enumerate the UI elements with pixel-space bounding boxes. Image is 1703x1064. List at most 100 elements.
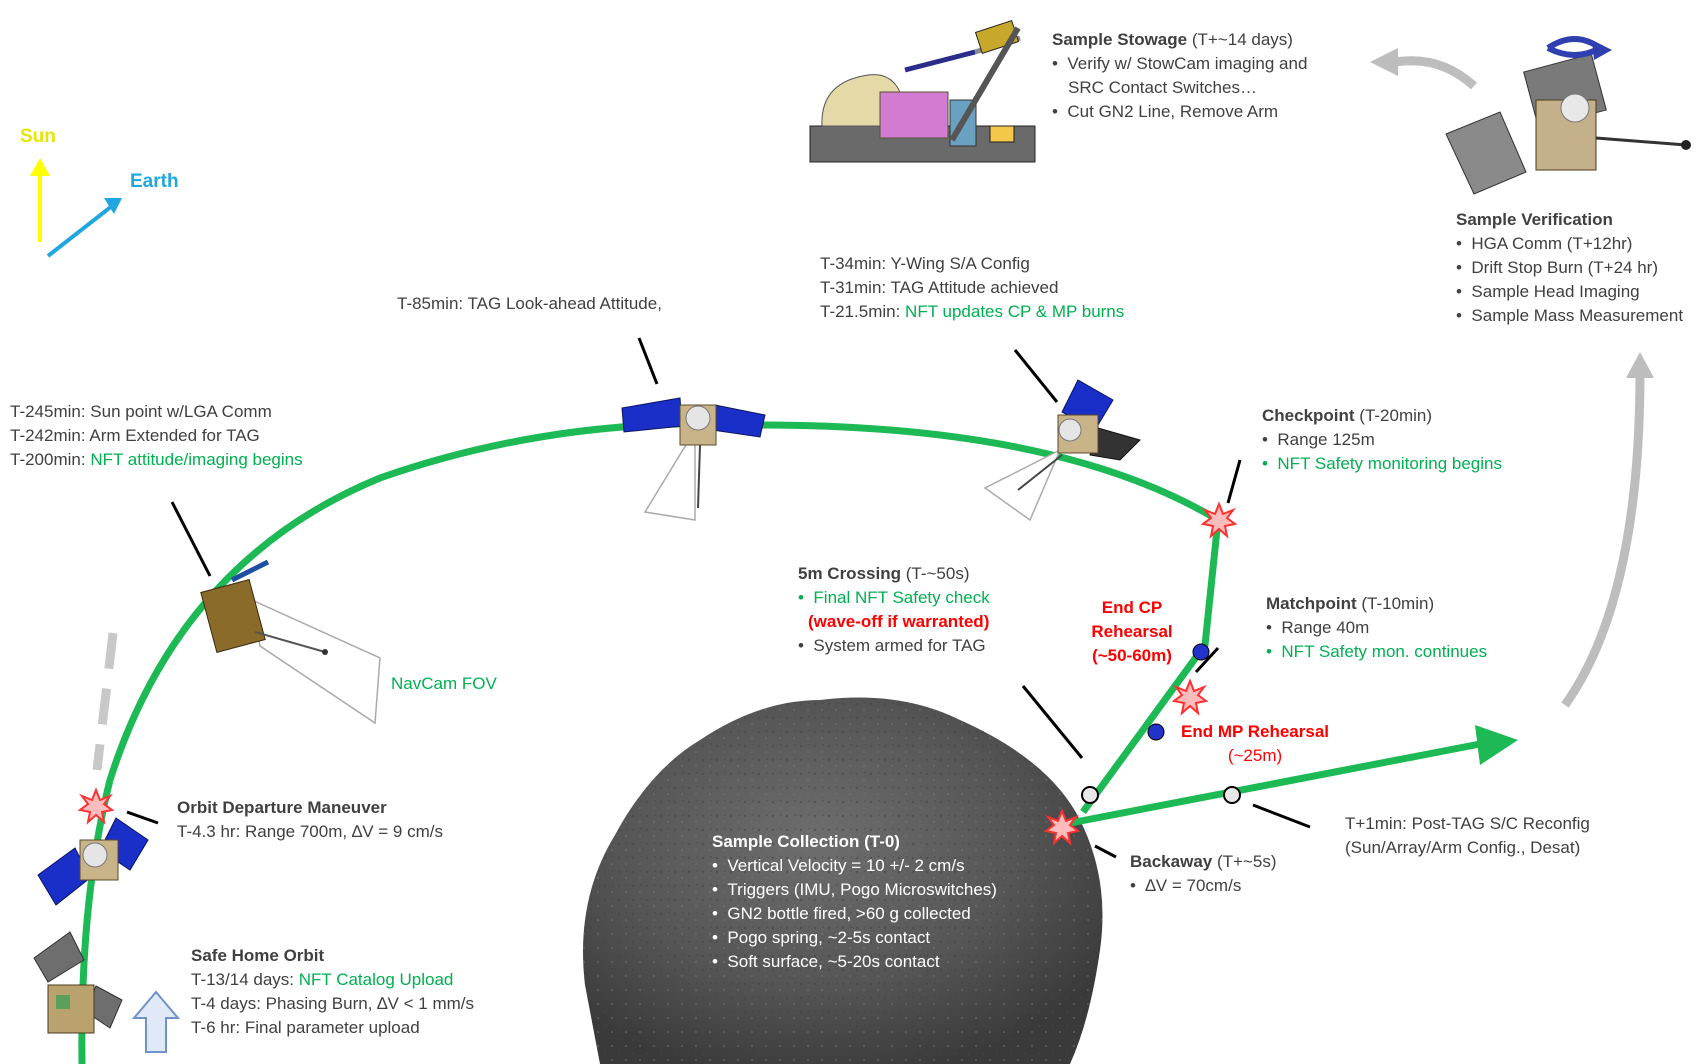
verification-title: Sample Verification: [1456, 210, 1613, 229]
t34-line3-green: NFT updates CP & MP burns: [905, 302, 1125, 321]
t245-line1: T-245min: Sun point w/LGA Comm: [10, 402, 272, 421]
end-cp-line1: End CP: [1101, 598, 1163, 617]
t34-line2: T-31min: TAG Attitude achieved: [820, 278, 1059, 297]
matchpoint-item-1: Range 40m: [1266, 616, 1487, 640]
collection-title: Sample Collection (T-0): [712, 832, 900, 851]
collection-item-0: Vertical Velocity = 10 +/- 2 cm/s: [712, 854, 997, 878]
spacecraft-verification: [1445, 36, 1691, 195]
end-mp-line2: (~25m): [1227, 746, 1283, 765]
gray-arrow-up: [1561, 371, 1645, 708]
burst-collection: [1043, 808, 1081, 846]
collection-item-1: Triggers (IMU, Pogo Microswitches): [712, 878, 997, 902]
backaway-item-1: ∆V = 70cm/s: [1130, 874, 1276, 898]
safe-home-line3: T-6 hr: Final parameter upload: [191, 1018, 420, 1037]
collection-item-2: GN2 bottle fired, >60 g collected: [712, 902, 997, 926]
stowage-time: (T+~14 days): [1187, 30, 1293, 49]
crossing-item-1: Final NFT Safety check: [798, 586, 989, 610]
t34-line1: T-34min: Y-Wing S/A Config: [820, 254, 1030, 273]
safe-home-callout: Safe Home Orbit T-13/14 days: NFT Catalo…: [191, 944, 474, 1040]
safe-home-line1-green: NFT Catalog Upload: [298, 970, 454, 989]
stowage-item-2: Cut GN2 Line, Remove Arm: [1052, 100, 1307, 124]
end-mp-label: End MP Rehearsal (~25m): [1180, 720, 1330, 768]
safe-home-title: Safe Home Orbit: [191, 946, 325, 965]
matchpoint-title: Matchpoint: [1266, 594, 1357, 613]
burst-odm: [77, 787, 115, 825]
verification-item-0: HGA Comm (T+12hr): [1456, 232, 1683, 256]
tag-trajectory: [78, 420, 1222, 1064]
crossing-item-2: (wave-off if warranted): [808, 612, 990, 631]
verification-item-1: Drift Stop Burn (T+24 hr): [1456, 256, 1683, 280]
collection-item-3: Pogo spring, ~2-5s contact: [712, 926, 997, 950]
burst-matchpoint: [1171, 678, 1209, 716]
stowage-callout: Sample Stowage (T+~14 days) Verify w/ St…: [1052, 28, 1307, 124]
end-cp-dot: [1192, 643, 1210, 661]
sample-stowage-apparatus: [809, 20, 1036, 163]
posttag-callout: T+1min: Post-TAG S/C Reconfig (Sun/Array…: [1345, 812, 1590, 860]
matchpoint-callout: Matchpoint (T-10min) Range 40m NFT Safet…: [1266, 592, 1487, 664]
checkpoint-title: Checkpoint: [1262, 406, 1355, 425]
event-markers: [77, 501, 1238, 846]
safe-home-line1-prefix: T-13/14 days:: [191, 970, 299, 989]
end-cp-label: End CP Rehearsal (~50-60m): [1082, 596, 1182, 668]
backaway-title: Backaway: [1130, 852, 1213, 871]
matchpoint-time: (T-10min): [1356, 594, 1435, 613]
t34-line3-prefix: T-21.5min:: [820, 302, 906, 321]
odm-line1: T-4.3 hr: Range 700m, ∆V = 9 cm/s: [177, 822, 443, 841]
odm-callout: Orbit Departure Maneuver T-4.3 hr: Range…: [177, 796, 443, 844]
verification-item-3: Sample Mass Measurement: [1456, 304, 1683, 328]
crossing-callout: 5m Crossing (T-~50s) Final NFT Safety ch…: [798, 562, 990, 658]
checkpoint-item-1: Range 125m: [1262, 428, 1502, 452]
posttag-line2: (Sun/Array/Arm Config., Desat): [1345, 838, 1581, 857]
spacecraft-t34: [983, 379, 1141, 522]
collection-item-4: Soft surface, ~5-20s contact: [712, 950, 997, 974]
sun-label: Sun: [20, 126, 56, 147]
crossing-item-3: System armed for TAG: [798, 634, 990, 658]
stowage-title: Sample Stowage: [1052, 30, 1188, 49]
end-cp-line3: (~50-60m): [1092, 646, 1172, 665]
t245-line3-green: NFT attitude/imaging begins: [90, 450, 303, 469]
burst-checkpoint: [1200, 501, 1238, 539]
dashed-orbit-line: [92, 632, 118, 771]
matchpoint-item-2: NFT Safety mon. continues: [1266, 640, 1487, 664]
backaway-trajectory: [1059, 740, 1481, 829]
navcam-fov-label: NavCam FOV: [391, 674, 497, 693]
gray-arrow-up-head: [1626, 352, 1654, 378]
t245-line2: T-242min: Arm Extended for TAG: [10, 426, 260, 445]
earth-direction-arrow: [46, 198, 122, 258]
leader-lines: [126, 337, 1311, 859]
checkpoint-item-2: NFT Safety monitoring begins: [1262, 452, 1502, 476]
spacecraft-t85: [621, 397, 766, 521]
crossing-time: (T-~50s): [900, 564, 970, 583]
t245-callout: T-245min: Sun point w/LGA Comm T-242min:…: [10, 400, 303, 472]
posttag-line1: T+1min: Post-TAG S/C Reconfig: [1345, 814, 1590, 833]
t34-callout: T-34min: Y-Wing S/A Config T-31min: TAG …: [820, 252, 1124, 324]
gray-arrow-left: [1394, 56, 1478, 90]
backaway-time: (T+~5s): [1212, 852, 1277, 871]
sun-direction-arrow: [30, 158, 50, 242]
end-mp-dot: [1147, 723, 1165, 741]
t245-line3-prefix: T-200min:: [10, 450, 91, 469]
verification-callout: Sample Verification HGA Comm (T+12hr) Dr…: [1456, 208, 1683, 328]
t85-callout: T-85min: TAG Look-ahead Attitude,: [397, 294, 662, 313]
crossing-5m-marker: [1081, 786, 1099, 804]
backaway-callout: Backaway (T+~5s) ∆V = 70cm/s: [1130, 850, 1276, 898]
gray-arrow-left-head: [1370, 48, 1398, 76]
earth-label: Earth: [130, 171, 179, 192]
verification-item-2: Sample Head Imaging: [1456, 280, 1683, 304]
spacecraft-odm: [37, 817, 149, 906]
checkpoint-time: (T-20min): [1354, 406, 1433, 425]
upload-arrow-icon: [131, 990, 181, 1053]
collection-callout: Sample Collection (T-0) Vertical Velocit…: [712, 830, 997, 974]
spacecraft-t245: [200, 559, 381, 725]
crossing-title: 5m Crossing: [798, 564, 901, 583]
safe-home-line2: T-4 days: Phasing Burn, ∆V < 1 mm/s: [191, 994, 474, 1013]
posttag-marker: [1223, 786, 1241, 804]
end-cp-line2: Rehearsal: [1091, 622, 1173, 641]
checkpoint-callout: Checkpoint (T-20min) Range 125m NFT Safe…: [1262, 404, 1502, 476]
backaway-arrowhead: [1475, 725, 1518, 765]
end-mp-line1: End MP Rehearsal: [1180, 722, 1330, 741]
odm-title: Orbit Departure Maneuver: [177, 798, 387, 817]
spacecraft-safe-home: [33, 931, 123, 1034]
stowage-item-1: SRC Contact Switches…: [1068, 78, 1257, 97]
stowage-item-0: Verify w/ StowCam imaging and: [1052, 52, 1307, 76]
